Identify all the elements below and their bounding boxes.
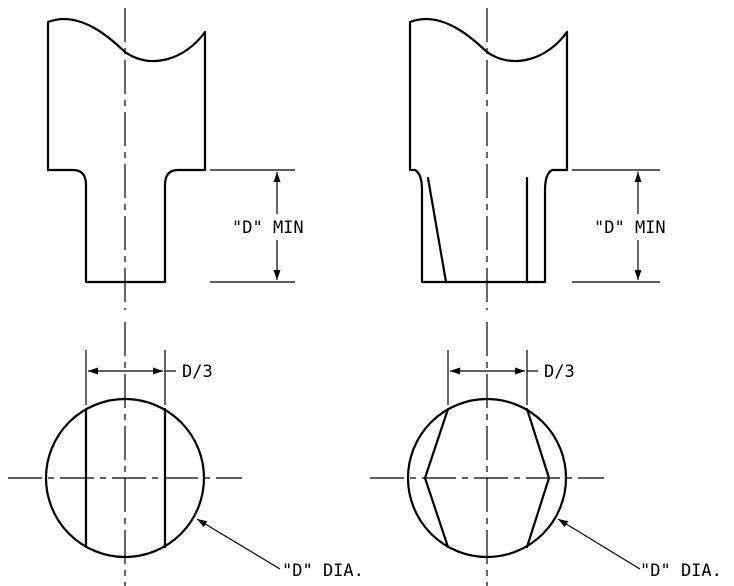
right-depth-label-mask <box>588 214 688 240</box>
right-width-label: D/3 <box>544 362 575 382</box>
right-depth-label: "D" MIN <box>594 218 666 238</box>
left-shank-outline <box>46 18 207 284</box>
left-section-circle <box>44 397 206 559</box>
right-diameter-leader <box>557 518 641 570</box>
left-section-view: D/3 "D" DIA. <box>8 322 364 586</box>
left-depth-label-mask <box>225 214 325 240</box>
right-section-circle <box>406 397 568 559</box>
right-elevation-view: "D" MIN <box>408 8 688 310</box>
left-width-label: D/3 <box>182 362 213 382</box>
left-diameter-leader <box>196 518 281 570</box>
right-hexagon-flats <box>423 407 551 549</box>
right-shank-outline <box>408 18 569 284</box>
right-diameter-label: "D" DIA. <box>640 561 722 581</box>
right-flat-edge-left <box>426 176 448 284</box>
left-depth-label: "D" MIN <box>232 218 304 238</box>
right-section-view: D/3 "D" DIA. <box>370 322 722 586</box>
left-diameter-label: "D" DIA. <box>282 561 364 581</box>
left-elevation-view: "D" MIN <box>46 8 325 310</box>
